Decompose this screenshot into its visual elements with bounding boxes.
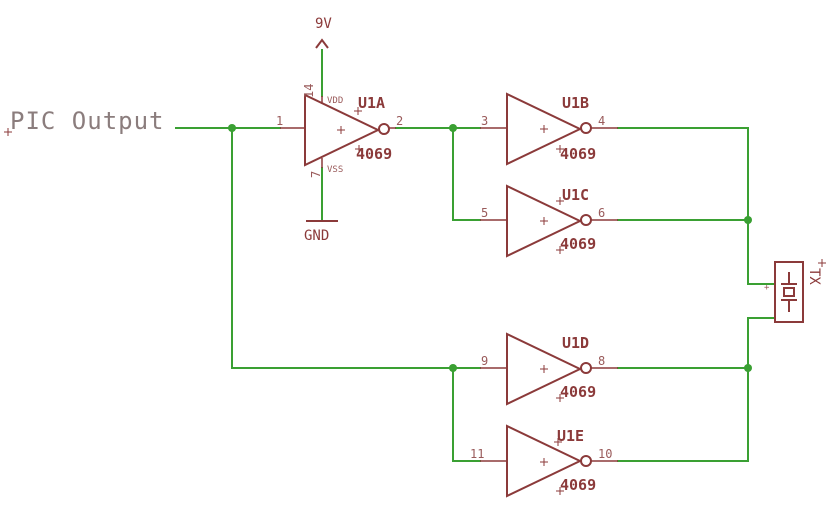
inverter-triangle-icon — [304, 93, 381, 167]
inverter-triangle-icon — [506, 184, 583, 258]
transducer-crystal-icon — [783, 287, 795, 297]
gate-value: 4069 — [356, 145, 392, 163]
gnd-label: GND — [304, 228, 329, 244]
origin-cross — [355, 145, 363, 153]
junction-dot — [228, 124, 236, 132]
gate-value: 4069 — [560, 235, 596, 253]
origin-cross — [556, 246, 564, 254]
vcc-label: 9V — [315, 16, 332, 32]
transducer-pin-plus: + — [764, 283, 770, 293]
transducer-name: TX — [806, 268, 822, 285]
gnd-symbol: GND — [304, 220, 338, 244]
inverter-triangle-icon — [506, 92, 583, 166]
vcc-symbol: 9V — [315, 16, 332, 49]
pin-number: 7 — [309, 171, 323, 178]
gate-name: U1D — [562, 334, 589, 352]
gate-u1e: 11 10 U1E 4069 — [470, 424, 618, 498]
origin-cross — [556, 145, 564, 153]
origin-cross — [540, 217, 548, 225]
wires — [175, 49, 776, 462]
origin-cross — [556, 394, 564, 402]
origin-cross — [354, 107, 362, 115]
inverter-bubble-icon — [580, 122, 592, 134]
wire-u1b-out — [617, 127, 776, 285]
pin-number: 5 — [481, 206, 488, 220]
gate-value: 4069 — [560, 476, 596, 494]
origin-cross — [556, 487, 564, 495]
origin-cross — [556, 197, 564, 205]
origin-cross — [4, 128, 12, 136]
wire-u1e-in — [452, 367, 481, 462]
pin-number: 11 — [470, 447, 484, 461]
gate-u1a: 1 2 14 7 VDD VSS U1A 4069 — [276, 84, 403, 178]
pin-number: 3 — [481, 114, 488, 128]
gate-value: 4069 — [560, 145, 596, 163]
pin-number: 4 — [598, 114, 605, 128]
gate-name: U1A — [358, 94, 385, 112]
inverter-bubble-icon — [580, 362, 592, 374]
pin-number: 2 — [396, 114, 403, 128]
pin-number: 8 — [598, 354, 605, 368]
vss-pin-label: VSS — [327, 165, 343, 175]
pin-number: 14 — [302, 84, 316, 98]
origin-cross — [337, 126, 345, 134]
inverter-triangle-icon — [506, 424, 583, 498]
origin-cross — [540, 365, 548, 373]
origin-cross — [554, 438, 562, 446]
vcc-arrow-icon — [315, 38, 329, 49]
junction-dot — [449, 124, 457, 132]
inverter-bubble-icon — [580, 214, 592, 226]
inverter-bubble-icon — [580, 455, 592, 467]
wire-u1c-in — [452, 127, 481, 221]
gate-name: U1E — [557, 427, 584, 445]
gate-value: 4069 — [560, 383, 596, 401]
pin-number: 6 — [598, 206, 605, 220]
gate-u1c: 5 6 U1C 4069 — [480, 184, 618, 258]
net-label-pic-output: PIC Output — [10, 107, 165, 135]
wire-input-branch — [231, 127, 481, 369]
gate-u1d: 9 8 U1D 4069 — [480, 332, 618, 406]
junction-dot — [744, 364, 752, 372]
gate-name: U1C — [562, 186, 589, 204]
pin-number: 9 — [481, 354, 488, 368]
inverter-triangle-icon — [506, 332, 583, 406]
origin-cross — [540, 125, 548, 133]
origin-cross — [818, 259, 826, 267]
wire-u1e-out — [617, 317, 776, 462]
junction-dot — [744, 216, 752, 224]
gate-name: U1B — [562, 94, 589, 112]
origin-cross — [540, 458, 548, 466]
inverter-bubble-icon — [378, 123, 390, 135]
transducer-tx: + TX — [764, 259, 826, 323]
junction-dot — [449, 364, 457, 372]
pin-number: 1 — [276, 114, 283, 128]
transducer-body-icon — [774, 261, 804, 323]
vdd-pin-label: VDD — [327, 96, 343, 106]
pin-number: 10 — [598, 447, 612, 461]
junctions — [228, 124, 752, 372]
gate-u1b: 3 4 U1B 4069 — [480, 92, 618, 166]
